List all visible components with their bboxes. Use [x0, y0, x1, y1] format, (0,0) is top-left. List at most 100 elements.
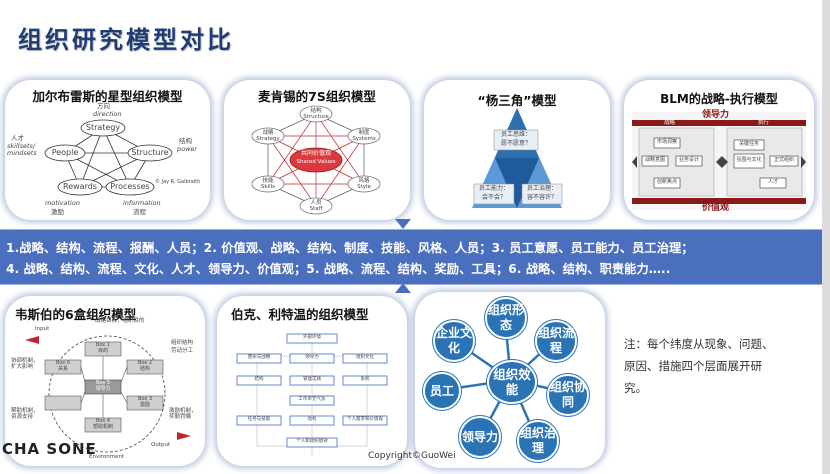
- weisbord-box-5-num: Box 5: [95, 380, 111, 386]
- weisbord-box-4-num: Box 4: [95, 418, 111, 424]
- galbraith-label-right-en: power: [177, 145, 198, 153]
- mckinsey-node-staff-en: Staff: [309, 206, 323, 213]
- card-seven-dimensions: 组织效能 组织形态 组织流程 组织协同 组织治理 领导力 员工 企业文化: [415, 292, 605, 468]
- weisbord-label-right-mid: 劳动分工: [171, 348, 194, 354]
- galbraith-node-structure: Structure: [131, 148, 169, 157]
- page-title: 组织研究模型对比: [18, 26, 234, 54]
- weisbord-input: Input: [35, 326, 50, 332]
- galbraith-star-diagram: [44, 119, 173, 196]
- note-text: 注：每个纬度从现象、问题、原因、措施四个层面展开研究。: [624, 337, 774, 395]
- weisbord-box-6-num: Box 6: [55, 360, 71, 366]
- galbraith-label-top-en: direction: [93, 110, 122, 118]
- burke-cell-performance: 个人和组织绩效: [296, 439, 328, 444]
- weisbord-box-5-cn: 领导力: [95, 385, 111, 392]
- mckinsey-node-systems-en: Systems: [352, 136, 376, 143]
- galbraith-label-bottom-right-en: information: [123, 199, 161, 207]
- blm-values: 价值观: [702, 203, 730, 213]
- seven-node-culture: 企业文化: [433, 320, 475, 362]
- yang-left-line1: 员工能力：: [478, 185, 509, 192]
- blm-leadership: 领导力: [702, 110, 730, 120]
- weisbord-box-2-num: Box 2: [137, 360, 153, 366]
- seven-node-employee: 员工: [423, 372, 461, 410]
- galbraith-node-processes: Processes: [110, 182, 150, 191]
- mckinsey-node-style-cn: 风格: [358, 178, 370, 184]
- yang-top-line1: 员工思维：: [500, 131, 531, 138]
- yang-left-line2: 会不会？: [481, 194, 506, 201]
- weisbord-label-left: 协调机制，扩大影响: [11, 358, 39, 371]
- yang-right-line2: 容不容许？: [526, 194, 557, 201]
- card-galbraith: 加尔布雷斯的星型组织模型 Strategy People: [5, 80, 210, 220]
- yang-triangle-diagram: [472, 108, 563, 208]
- galbraith-node-strategy: Strategy: [85, 123, 121, 132]
- galbraith-label-bottom-right-cn: 流程: [133, 208, 146, 216]
- burke-cell-mission: 使命与战略: [247, 355, 271, 360]
- card-title-yang: “杨三角”模型: [477, 93, 557, 108]
- card-title-galbraith: 加尔布雷斯的星型组织模型: [32, 89, 183, 104]
- mckinsey-center-cn: 共同价值观: [300, 150, 331, 157]
- seven-node-leadership: 领导力: [459, 416, 501, 458]
- weisbord-box-4-cn: 帮助机制: [92, 423, 113, 430]
- burke-cell-culture: 组织文化: [356, 355, 374, 360]
- weisbord-box-1-num: Box 1: [95, 342, 111, 348]
- mckinsey-center-en: Shared Values: [296, 159, 336, 165]
- seven-node-governance: 组织治理: [517, 420, 559, 462]
- card-yang: “杨三角”模型 员工思维： 愿不愿意？ 员工能力： 会不会？ 员工治理： 容不容…: [424, 80, 610, 220]
- weisbord-box-3-cn: 激励: [139, 401, 150, 408]
- galbraith-label-left-en: skillsets/ mindsets: [7, 142, 37, 158]
- burke-cell-tasks: 任务与技能: [247, 417, 271, 422]
- galbraith-label-bottom-left-cn: 激励: [51, 208, 64, 216]
- burke-cell-environment: 外部环境: [303, 335, 321, 340]
- blm-cell-intent: 战略意图: [644, 157, 665, 163]
- weisbord-label-top: 战略目标，组织目的: [95, 318, 145, 324]
- mckinsey-node-structure-cn: 结构: [310, 108, 322, 114]
- blm-diagram: [632, 112, 806, 210]
- burke-cell-needs: 个人需求和价值观: [347, 417, 383, 422]
- blm-cell-culture: 氛围与文化: [736, 157, 762, 163]
- burke-cell-leadership: 领导力: [305, 355, 319, 360]
- burke-cell-structure: 结构: [254, 377, 264, 382]
- mckinsey-node-systems-cn: 制度: [358, 130, 370, 136]
- seven-node-form: 组织形态: [485, 297, 527, 339]
- mckinsey-node-strategy-en: Strategy: [256, 136, 280, 143]
- yang-top-line2: 愿不愿意？: [500, 140, 531, 147]
- galbraith-node-rewards: Rewards: [63, 182, 97, 191]
- mckinsey-node-strategy-cn: 战略: [262, 130, 274, 136]
- weisbord-label-right-top: 组织结构: [171, 340, 194, 346]
- banner-line-1: 1.战略、结构、流程、报酬、人员；2. 价值观、战略、结构、制度、技能、风格、人…: [6, 241, 694, 255]
- mckinsey-node-structure-en: Structure: [303, 114, 329, 121]
- window-right-edge: [822, 0, 830, 474]
- weisbord-diagram: [25, 335, 191, 453]
- card-title-blm: BLM的战略-执行模型: [660, 92, 778, 106]
- weisbord-box-2-cn: 结构: [139, 365, 150, 372]
- burke-cell-systems: 系统: [360, 377, 370, 382]
- card-title-weisbord: 韦斯伯的6盒组织模型: [15, 307, 137, 322]
- blm-strategy: 战略: [664, 120, 676, 126]
- blm-cell-talent: 人才: [767, 179, 778, 185]
- mckinsey-node-skills-cn: 技能: [262, 178, 274, 184]
- card-title-mckinsey: 麦肯锡的7S组织模型: [258, 89, 376, 104]
- weisbord-box-6-cn: 关系: [57, 365, 68, 372]
- banner-line-2: 4. 战略、结构、流程、文化、人才、领导力、价值观；5. 战略、流程、结构、奖励…: [6, 262, 671, 276]
- galbraith-label-bottom-left-en: motivation: [45, 199, 80, 207]
- blm-cell-tasks: 关键任务: [738, 141, 759, 147]
- mckinsey-node-staff-cn: 人员: [310, 200, 322, 206]
- yang-right-line1: 员工治理：: [526, 185, 557, 192]
- galbraith-label-left-cn: 人才: [11, 134, 24, 142]
- mckinsey-node-style-en: Style: [357, 184, 371, 191]
- blm-cell-market: 市场洞察: [656, 139, 677, 145]
- banner-bottom-arrow: [395, 283, 411, 293]
- blm-cell-org: 正式组织: [773, 157, 794, 163]
- galbraith-credit: © Jay R. Galbraith: [155, 179, 201, 185]
- copyright-text: Copyright©GuoWei: [368, 451, 456, 461]
- weisbord-label-bottom-right: 激励机制，奖勤罚懒: [169, 408, 197, 421]
